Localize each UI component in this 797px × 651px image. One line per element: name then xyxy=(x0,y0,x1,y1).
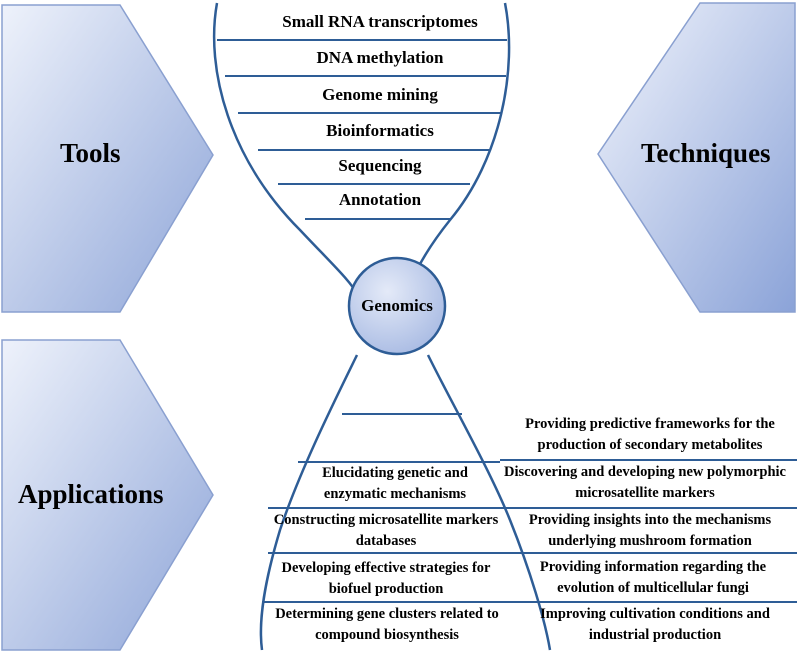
top-item-bioinformatics: Bioinformatics xyxy=(326,121,434,140)
applications-chevron-shape xyxy=(1,339,214,651)
left-application-1: Elucidating genetic and enzymatic mechan… xyxy=(322,465,468,502)
center-label: Genomics xyxy=(361,296,433,315)
helix-strand-right-bottom xyxy=(426,354,552,651)
tools-chevron-shape xyxy=(1,4,214,313)
helix-strand-right-top xyxy=(408,2,511,286)
left-application-3: Developing effective strategies for biof… xyxy=(281,560,491,597)
right-application-2: Discovering and developing new polymorph… xyxy=(504,464,786,501)
techniques-chevron-shape xyxy=(597,2,796,313)
top-item-genome-mining: Genome mining xyxy=(322,85,438,104)
helix-strand-left-bottom xyxy=(259,354,359,651)
left-application-2: Constructing microsatellite markers data… xyxy=(273,512,499,549)
right-application-3: Providing insights into the mechanisms u… xyxy=(528,512,772,549)
top-item-dna-methylation: DNA methylation xyxy=(316,48,444,67)
top-item-sequencing: Sequencing xyxy=(338,156,422,175)
applications-label: Applications xyxy=(18,479,164,509)
genomics-circle xyxy=(347,256,447,356)
techniques-label: Techniques xyxy=(641,138,771,168)
top-item-annotation: Annotation xyxy=(338,190,422,209)
application-row-lines xyxy=(262,459,797,603)
helix-strand-left-top xyxy=(212,2,362,299)
right-application-1: Providing predictive frameworks for the … xyxy=(525,416,775,453)
left-application-4: Determining gene clusters related to com… xyxy=(275,606,499,643)
tools-label: Tools xyxy=(60,138,121,168)
right-application-5: Improving cultivation conditions and ind… xyxy=(540,606,770,643)
top-item-small-rna: Small RNA transcriptomes xyxy=(282,12,478,31)
top-rungs xyxy=(217,39,507,220)
right-application-4: Providing information regarding the evol… xyxy=(539,559,767,596)
